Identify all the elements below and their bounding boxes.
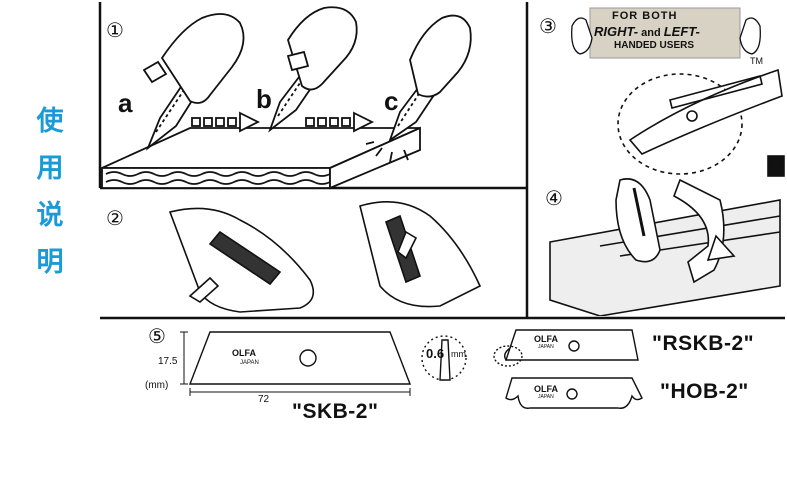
- step-number-2: ②: [106, 206, 124, 230]
- banner-line-3: HANDED USERS: [614, 40, 695, 51]
- side-title-char-1: 使: [36, 106, 64, 137]
- rskb-origin: JAPAN: [538, 344, 554, 350]
- unit-label: (mm): [145, 380, 169, 391]
- height-dimension: 17.5: [158, 356, 178, 367]
- step-label-c: c: [384, 86, 399, 116]
- knife-angle-illustration: [549, 68, 785, 316]
- side-title-char-4: 明: [36, 247, 64, 278]
- banner-right: RIGHT-: [594, 24, 639, 39]
- handedness-banner: [571, 7, 761, 59]
- step-number-3: ③: [539, 14, 557, 38]
- skb-origin: JAPAN: [240, 360, 259, 366]
- hob-origin: JAPAN: [538, 394, 554, 400]
- rskb-brand: OLFA: [534, 334, 558, 344]
- progress-arrow-2: [305, 111, 375, 133]
- step-label-b: b: [256, 84, 272, 114]
- cutter-a: [142, 13, 245, 151]
- cutting-illustration: [101, 6, 472, 190]
- trademark-mark: TM: [750, 56, 763, 66]
- step-number-5: ⑤: [148, 324, 166, 348]
- step-number-4: ④: [545, 186, 563, 210]
- banner-left: LEFT-: [663, 24, 700, 39]
- progress-arrow-1: [191, 111, 261, 133]
- width-dimension: 72: [258, 394, 270, 405]
- banner-line-1: FOR BOTH: [612, 10, 678, 22]
- model-skb-2: "SKB-2": [292, 400, 379, 423]
- cutter-c: [365, 14, 472, 163]
- thickness-value: 0.6: [426, 346, 445, 361]
- hob-brand: OLFA: [534, 384, 558, 394]
- cutter-b: [268, 6, 358, 133]
- blade-change-illustration: [168, 200, 482, 313]
- side-title-char-2: 用: [36, 153, 64, 184]
- model-rskb-2: "RSKB-2": [652, 332, 755, 355]
- thickness-unit: mm: [451, 349, 466, 359]
- step-label-a: a: [118, 88, 133, 118]
- banner-and: and: [638, 27, 664, 39]
- model-hob-2: "HOB-2": [660, 380, 749, 403]
- blade-specs: [180, 329, 643, 409]
- skb-brand: OLFA: [232, 348, 256, 358]
- step-number-1: ①: [106, 18, 124, 42]
- banner-line-2: RIGHT- and LEFT-: [594, 24, 700, 39]
- side-title-char-3: 说: [36, 200, 64, 231]
